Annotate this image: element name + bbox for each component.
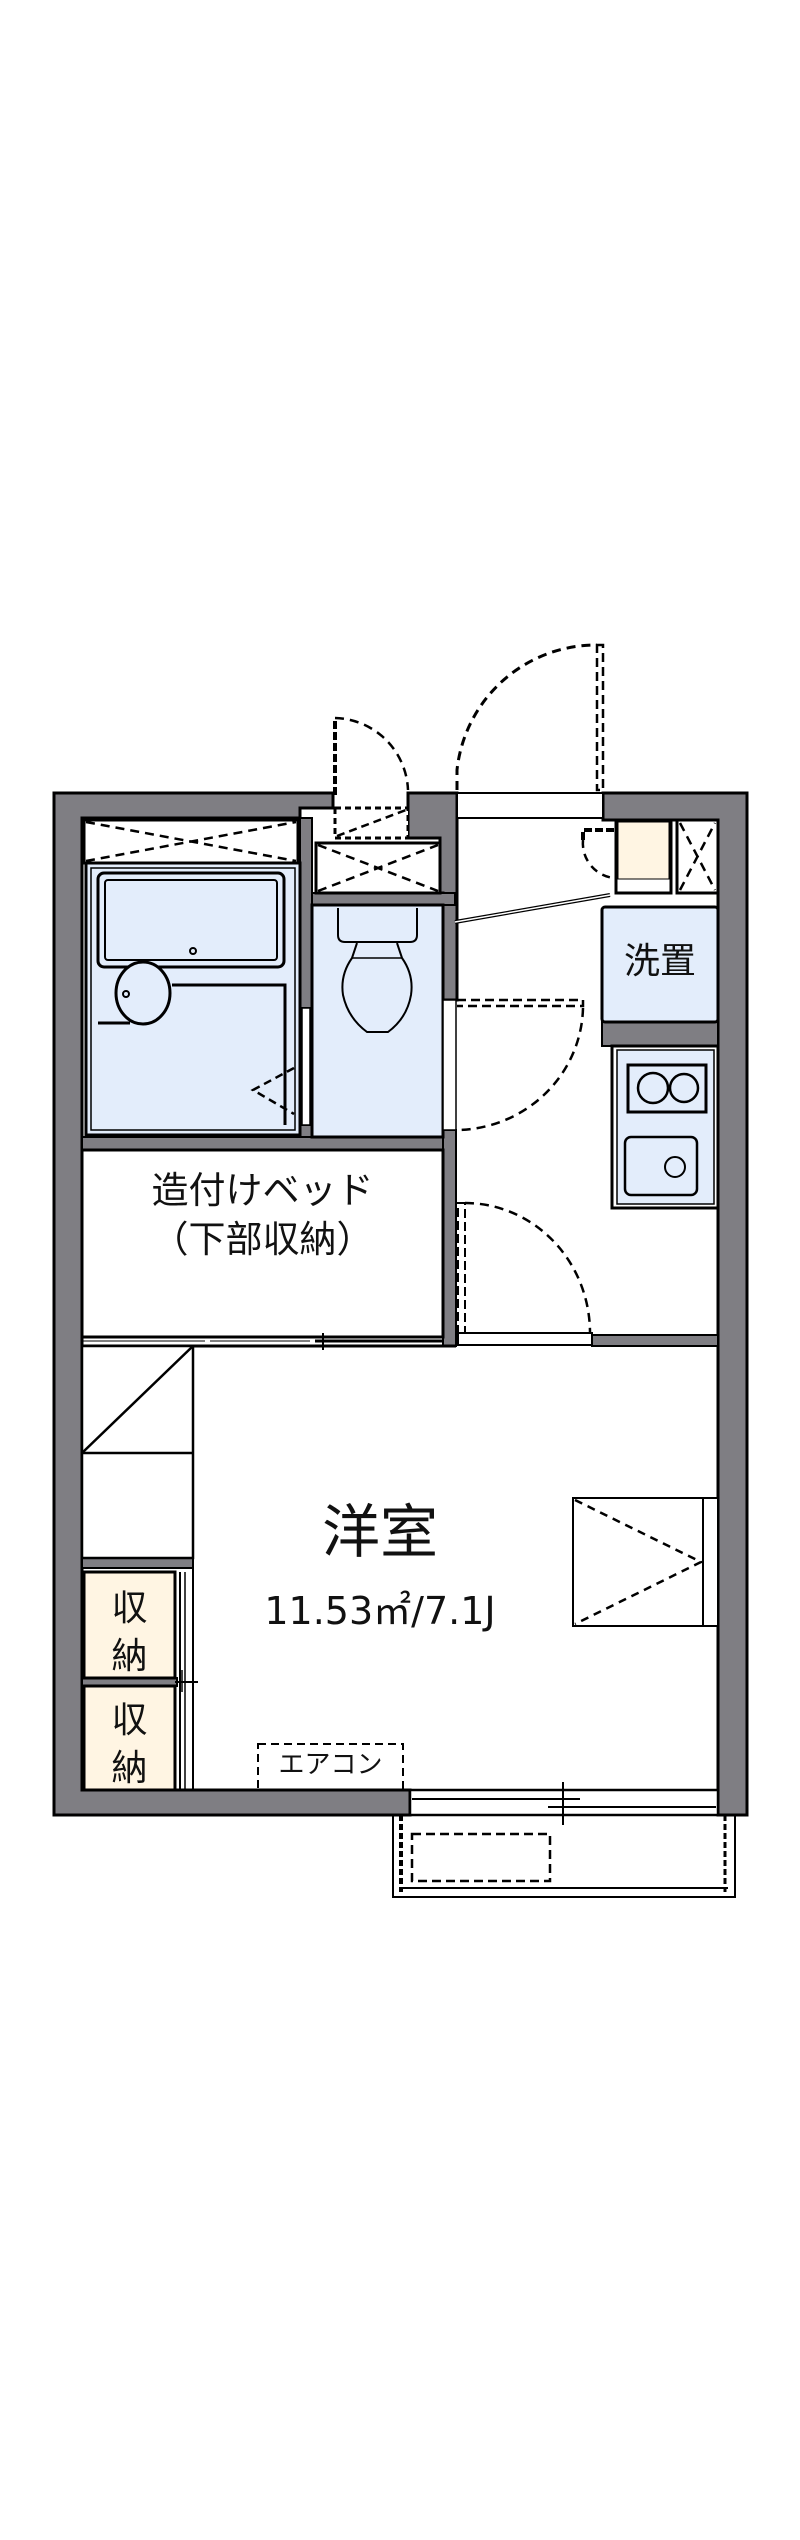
bath-door-gap <box>301 1007 311 1126</box>
storage-1-line1: 収 <box>111 1588 148 1629</box>
balcony <box>392 1814 736 1898</box>
bathroom-unit <box>84 861 302 1137</box>
room-area: 11.53㎡/7.1J <box>264 1589 496 1633</box>
shelf-area <box>80 1344 195 1560</box>
room-door <box>457 1201 593 1346</box>
shoe-cabinet <box>581 818 673 895</box>
south-window <box>408 1782 720 1825</box>
storage-1-line2: 納 <box>111 1636 148 1677</box>
built-in-bed-label: 造付けベッド （下部収納） <box>82 1172 443 1258</box>
air-conditioner-box <box>257 1743 404 1791</box>
laundry-label: 洗置 <box>623 941 696 982</box>
air-conditioner-label: エアコン <box>278 1750 383 1780</box>
toilet-door <box>442 998 585 1132</box>
storage-closets <box>82 1568 198 1792</box>
laundry-space <box>600 905 720 1024</box>
built-in-bed-title: 造付けベッド <box>151 1169 374 1212</box>
built-in-bed-subtitle: （下部収納） <box>151 1218 374 1261</box>
wall-unit <box>572 1497 719 1627</box>
kitchen-unit <box>610 1044 720 1210</box>
duct-x-lines <box>85 820 717 893</box>
toilet-room <box>310 903 445 1139</box>
meter-box <box>333 716 410 840</box>
storage-2-label: 収 納 <box>84 1697 175 1793</box>
room-name: 洋室 <box>321 1498 438 1566</box>
storage-2-line1: 収 <box>111 1700 148 1741</box>
partitions <box>81 817 719 1687</box>
entrance <box>454 643 611 924</box>
storage-2-line2: 納 <box>111 1748 148 1789</box>
built-in-bed <box>80 1148 445 1339</box>
storage-1-label: 収 納 <box>84 1585 175 1681</box>
